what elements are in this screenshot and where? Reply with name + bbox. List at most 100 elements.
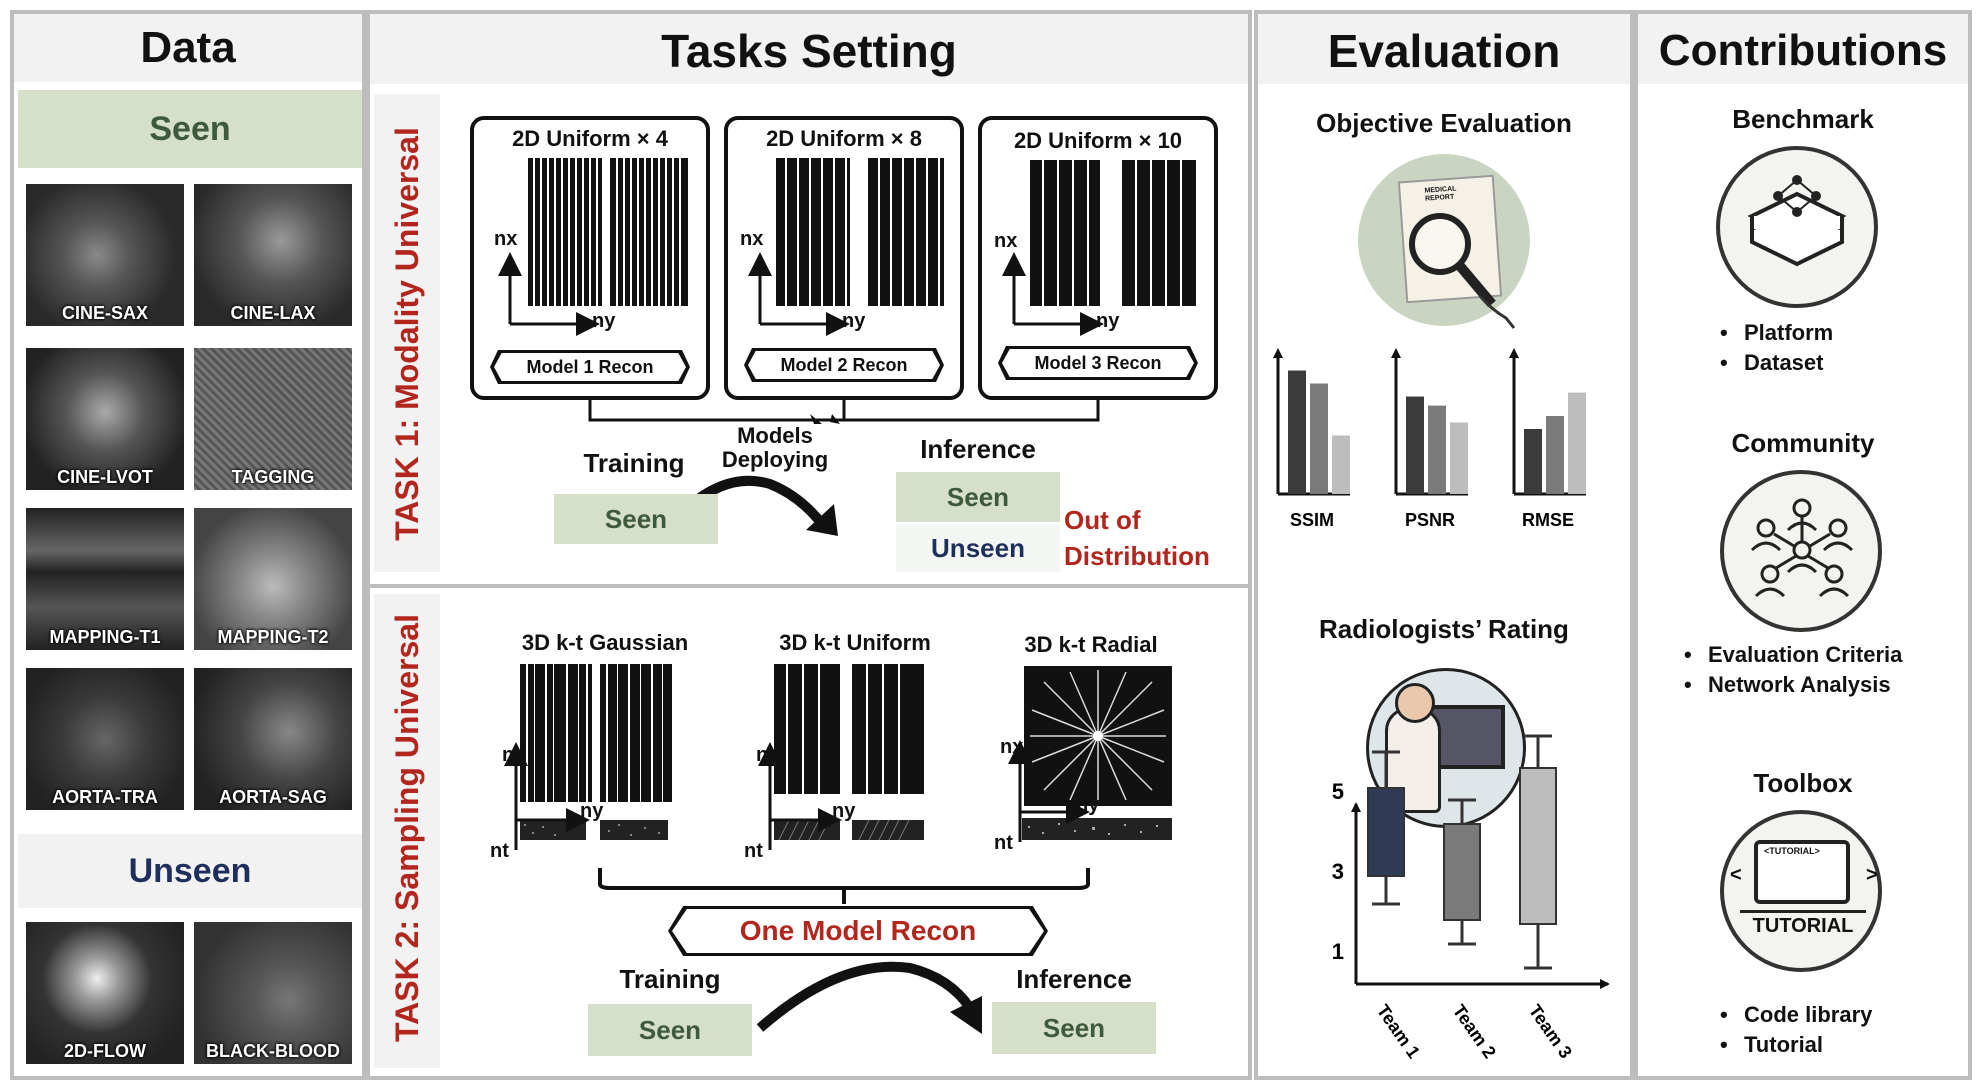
objective-evaluation-title: Objective Evaluation: [1316, 108, 1572, 138]
axis-arrows: [498, 252, 600, 336]
community-icon: [1720, 470, 1882, 632]
pattern-title: 2D Uniform × 10: [1013, 128, 1183, 153]
axis-nx: nx: [740, 228, 764, 250]
community-title: Community: [1731, 428, 1875, 458]
pattern-box: 2D Uniform × 10 nx ny Model 3 Recon: [978, 116, 1218, 400]
uniform-mask-8x: [776, 158, 944, 306]
axis-arrowhead: [1509, 348, 1519, 358]
pattern-title: 2D Uniform × 4: [512, 126, 668, 151]
screen-text: <TUTORIAL>: [1764, 846, 1820, 856]
mri-image: MAPPING-T2: [194, 508, 352, 650]
mri-image: BLACK-BLOOD: [194, 922, 352, 1064]
pattern-title: 3D k-t Gaussian: [521, 630, 689, 655]
image-caption: MAPPING-T2: [217, 627, 329, 647]
axis-ny: ny: [580, 800, 604, 822]
task2-label-bg: [374, 594, 440, 1068]
mri-image: CINE-LVOT: [26, 348, 184, 490]
list-item: Evaluation Criteria: [1678, 640, 1902, 670]
pattern-title: 3D k-t Radial: [1024, 632, 1158, 657]
list-item: Platform: [1714, 318, 1833, 348]
image-caption: TAGGING: [231, 467, 315, 487]
magnifier-icon: [1409, 213, 1516, 329]
axis-ny: ny: [832, 800, 856, 822]
bar: [1428, 405, 1446, 494]
axis-arrows: [748, 252, 850, 336]
mri-image: MAPPING-T1: [26, 508, 184, 650]
box: [1519, 767, 1557, 925]
toolbox-title: Toolbox: [1753, 768, 1853, 798]
axis-arrows: [1002, 252, 1104, 336]
medical-report-icon: MEDICAL REPORT: [1358, 154, 1530, 329]
tasks-panel-title: Tasks Setting: [370, 14, 1248, 84]
bar: [1568, 392, 1586, 494]
bar: [1450, 422, 1468, 494]
image-caption: AORTA-SAG: [219, 787, 327, 807]
inference-label: Inference: [920, 434, 1036, 464]
radial-mask: [1024, 666, 1172, 806]
box: [1443, 823, 1481, 921]
seen-label: Seen: [18, 90, 362, 168]
list-item: Tutorial: [1714, 1030, 1872, 1060]
chevron-left-icon: <: [1730, 864, 1742, 886]
mri-image: AORTA-SAG: [194, 668, 352, 810]
toolbox-icon: <TUTORIAL> TUTORIAL < >: [1720, 810, 1882, 972]
bar: [1524, 429, 1542, 494]
axis-nt: nt: [994, 832, 1013, 854]
seen-box: Seen: [588, 1004, 752, 1056]
axis-arrowhead: [1351, 802, 1361, 812]
image-caption: 2D-FLOW: [64, 1041, 146, 1061]
kt-uniform-mask: [774, 664, 924, 794]
benchmark-icon: [1716, 146, 1878, 308]
pattern-title: 2D Uniform × 8: [766, 126, 922, 151]
axis-nx: nx: [494, 228, 518, 250]
task2-section: TASK 2: Sampling Universal 3D k-t Gaussi…: [370, 588, 1248, 1076]
contributions-panel: Contributions Benchmark Platform Dataset…: [1634, 10, 1972, 1080]
axis-arrowhead: [1391, 348, 1401, 358]
axis-arrowhead: [1600, 979, 1610, 989]
benchmark-list: Platform Dataset: [1714, 318, 1833, 378]
radiologists-title: Radiologists’ Rating: [1319, 614, 1569, 644]
chevron-right-icon: >: [1866, 864, 1878, 886]
doctor-head: [1395, 683, 1435, 723]
box: [1367, 787, 1405, 877]
pattern-title: 3D k-t Uniform: [779, 630, 931, 655]
list-item: Network Analysis: [1678, 670, 1902, 700]
model-recon-label: Model 1 Recon: [490, 350, 690, 384]
ood-label: Out of Distribution: [1064, 505, 1210, 571]
image-caption: MAPPING-T1: [49, 627, 161, 647]
task1-section: TASK 1: Modality Universal 2D Uniform × …: [370, 84, 1248, 588]
y-tick-label: 1: [1332, 939, 1344, 964]
image-caption: CINE-SAX: [61, 303, 148, 323]
uniform-mask-4x: [528, 158, 688, 306]
unseen-label: Unseen: [18, 834, 362, 908]
unseen-inference-box: Unseen: [896, 524, 1060, 572]
team-label: Team 2: [1449, 1001, 1500, 1062]
axis-nx: nx: [502, 744, 526, 766]
image-caption: BLACK-BLOOD: [206, 1041, 340, 1061]
mri-image: TAGGING: [194, 348, 352, 490]
models-deploying-label: Models Deploying: [721, 423, 829, 472]
team-label: Team 3: [1525, 1001, 1576, 1062]
axis-ny: ny: [592, 310, 616, 332]
bar: [1332, 435, 1350, 494]
axis-nt: nt: [490, 840, 509, 862]
seen-inference-box: Seen: [896, 472, 1060, 522]
contributions-panel-title: Contributions: [1638, 14, 1968, 84]
axis-ny: ny: [842, 310, 866, 332]
team-label: Team 1: [1373, 1001, 1424, 1062]
pattern-box: 2D Uniform × 8 nx ny Model 2 Recon: [724, 116, 964, 400]
laptop-screen-icon: <TUTORIAL>: [1754, 840, 1850, 904]
evaluation-panel: Evaluation Objective Evaluation MEDICAL …: [1254, 10, 1634, 1080]
list-item: Dataset: [1714, 348, 1833, 378]
image-caption: CINE-LVOT: [57, 467, 153, 487]
pattern-box: 2D Uniform × 4 nx ny Model 1 Recon: [470, 116, 710, 400]
y-tick-label: 5: [1332, 779, 1344, 804]
one-model-recon-label: One Model Recon: [668, 906, 1048, 956]
community-list: Evaluation Criteria Network Analysis: [1678, 640, 1902, 700]
model-recon-label: Model 2 Recon: [744, 348, 944, 382]
bar: [1288, 370, 1306, 494]
training-label: Training: [619, 964, 721, 994]
gaussian-mask: [520, 664, 672, 802]
image-caption: CINE-LAX: [230, 303, 316, 323]
